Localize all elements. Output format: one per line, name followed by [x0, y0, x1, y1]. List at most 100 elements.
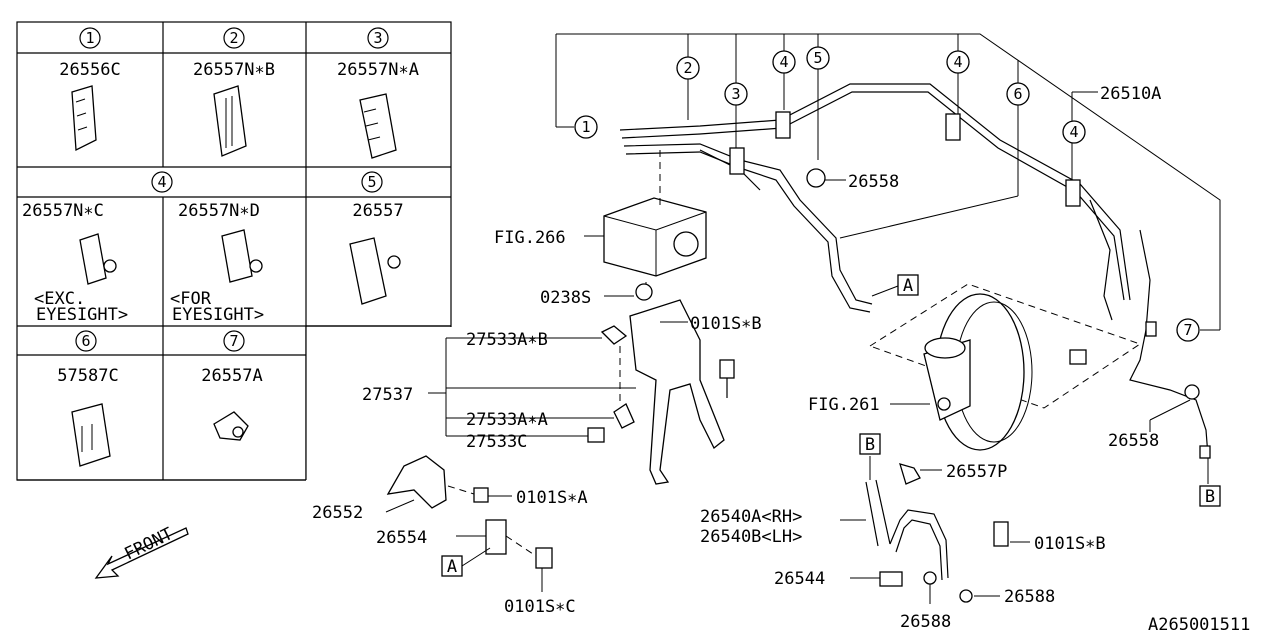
bolt-icon: [719, 359, 735, 379]
clip-icon: [945, 113, 961, 141]
leader-lines: [385, 91, 1098, 604]
ref-letter: B: [1205, 487, 1215, 507]
table-cell-2: 2 26557N∗B: [193, 27, 275, 157]
grommet-icon: [806, 168, 826, 188]
bolt-icon: [993, 521, 1009, 547]
clip-icon: [1145, 321, 1157, 337]
callout-number: 4: [779, 53, 788, 71]
bolt-icon: [473, 487, 489, 503]
ref-letter: A: [903, 276, 913, 296]
washer-icon: [959, 589, 973, 603]
cell-part-number: 26557N∗C: [22, 201, 104, 221]
table-cell-6: 6 57587C: [57, 330, 119, 467]
label-26558: 26558: [848, 172, 899, 192]
bushing-icon: [613, 403, 635, 429]
callout-number: 1: [581, 118, 590, 136]
cell-number: 5: [367, 173, 376, 191]
label-26554: 26554: [376, 528, 427, 548]
cell-part-number: 57587C: [57, 366, 118, 386]
label-0101SB: 0101S∗B: [690, 314, 762, 334]
grommet-icon: [1184, 384, 1200, 400]
cell-number: 2: [229, 29, 238, 47]
cell-part-number: 26557: [352, 201, 403, 221]
front-arrow-icon: [94, 527, 189, 579]
front-label: FRONT: [121, 524, 176, 564]
part-labels: 26510A 26558 FIG.266 0238S 0101S∗B 27533…: [312, 84, 1161, 632]
abs-unit: [584, 150, 707, 300]
cell-part-number: 26557N∗A: [337, 60, 419, 80]
clip-icon: [79, 233, 117, 285]
front-indicator: FRONT: [94, 524, 189, 579]
label-27533AA: 27533A∗A: [466, 410, 548, 430]
cell-number: 4: [157, 173, 166, 191]
label-27533C: 27533C: [466, 432, 527, 452]
label-26552: 26552: [312, 503, 363, 523]
table-cell-4: 4 26557N∗C 26557N∗D <EXC. EYESIGHT> <FOR…: [22, 171, 264, 325]
table-cell-1: 1 26556C: [59, 27, 121, 152]
label-0101SA: 0101S∗A: [516, 488, 588, 508]
parts-table: 1 26556C 2 26557N∗B 3 26557N∗A: [16, 21, 452, 481]
cell-part-number: 26557A: [201, 366, 262, 386]
callout-number: 7: [1183, 321, 1192, 339]
ref-box-a: [897, 274, 919, 296]
cell-number: 7: [229, 332, 238, 350]
label-26540B: 26540B<LH>: [700, 527, 802, 547]
brake-hoses: [865, 445, 1211, 603]
table-cell-5: 5 26557: [349, 171, 404, 305]
label-0238S: 0238S: [540, 288, 591, 308]
illustration-code: A265001511: [1148, 615, 1250, 635]
label-26510A: 26510A: [1100, 84, 1161, 104]
bushing-icon: [600, 325, 628, 345]
nut-icon: [635, 283, 653, 301]
clip-icon: [899, 463, 921, 485]
label-26540A: 26540A<RH>: [700, 507, 802, 527]
label-fig261: FIG.261: [808, 395, 880, 415]
brake-booster: [868, 283, 1142, 451]
ref-letter: A: [447, 557, 457, 577]
clip-icon: [221, 229, 263, 283]
collar-icon: [587, 427, 605, 443]
label-26588: 26588: [900, 612, 951, 632]
cell-note: <EXC.: [34, 289, 85, 309]
label-26588: 26588: [1004, 587, 1055, 607]
label-26557P: 26557P: [946, 462, 1007, 482]
bolt-icon: [879, 571, 903, 587]
callout-number: 4: [953, 53, 962, 71]
callout-number: 6: [1013, 85, 1022, 103]
label-27533AB: 27533A∗B: [466, 330, 548, 350]
ref-letter: B: [865, 435, 875, 455]
cell-note: EYESIGHT>: [172, 305, 264, 325]
callout-number: 4: [1069, 123, 1078, 141]
callout-number: 5: [813, 49, 822, 67]
clip-icon: [213, 85, 247, 157]
bolt-icon: [535, 547, 553, 569]
cell-part-number: 26557N∗D: [178, 201, 260, 221]
clip-icon: [729, 147, 745, 175]
clip-icon: [359, 93, 397, 159]
cell-part-number: 26557N∗B: [193, 60, 275, 80]
label-26544: 26544: [774, 569, 825, 589]
washer-icon: [923, 571, 937, 585]
label-26558: 26558: [1108, 431, 1159, 451]
callout-number: 2: [683, 59, 692, 77]
label-fig266: FIG.266: [494, 228, 566, 248]
clip-icon: [775, 111, 791, 139]
grommet-icon: [71, 403, 111, 467]
ref-box-b: [1199, 485, 1221, 507]
abs-bracket: [587, 283, 735, 485]
lower-brackets: [386, 455, 553, 569]
clip-icon: [349, 237, 401, 305]
callout-number: 3: [731, 85, 740, 103]
label-0101SB-lower: 0101S∗B: [1034, 534, 1106, 554]
clip-icon: [1065, 179, 1081, 207]
cell-number: 1: [85, 29, 94, 47]
clip-icon: [213, 411, 249, 441]
clip-icon: [71, 85, 97, 152]
ref-box-b: [859, 433, 881, 455]
cell-note: <FOR: [170, 289, 212, 309]
table-cell-3: 3 26557N∗A: [337, 27, 419, 159]
callouts: 1 2 3 4 5 4 6 4 7: [574, 46, 1220, 342]
cell-number: 6: [81, 332, 90, 350]
cell-number: 3: [373, 29, 382, 47]
